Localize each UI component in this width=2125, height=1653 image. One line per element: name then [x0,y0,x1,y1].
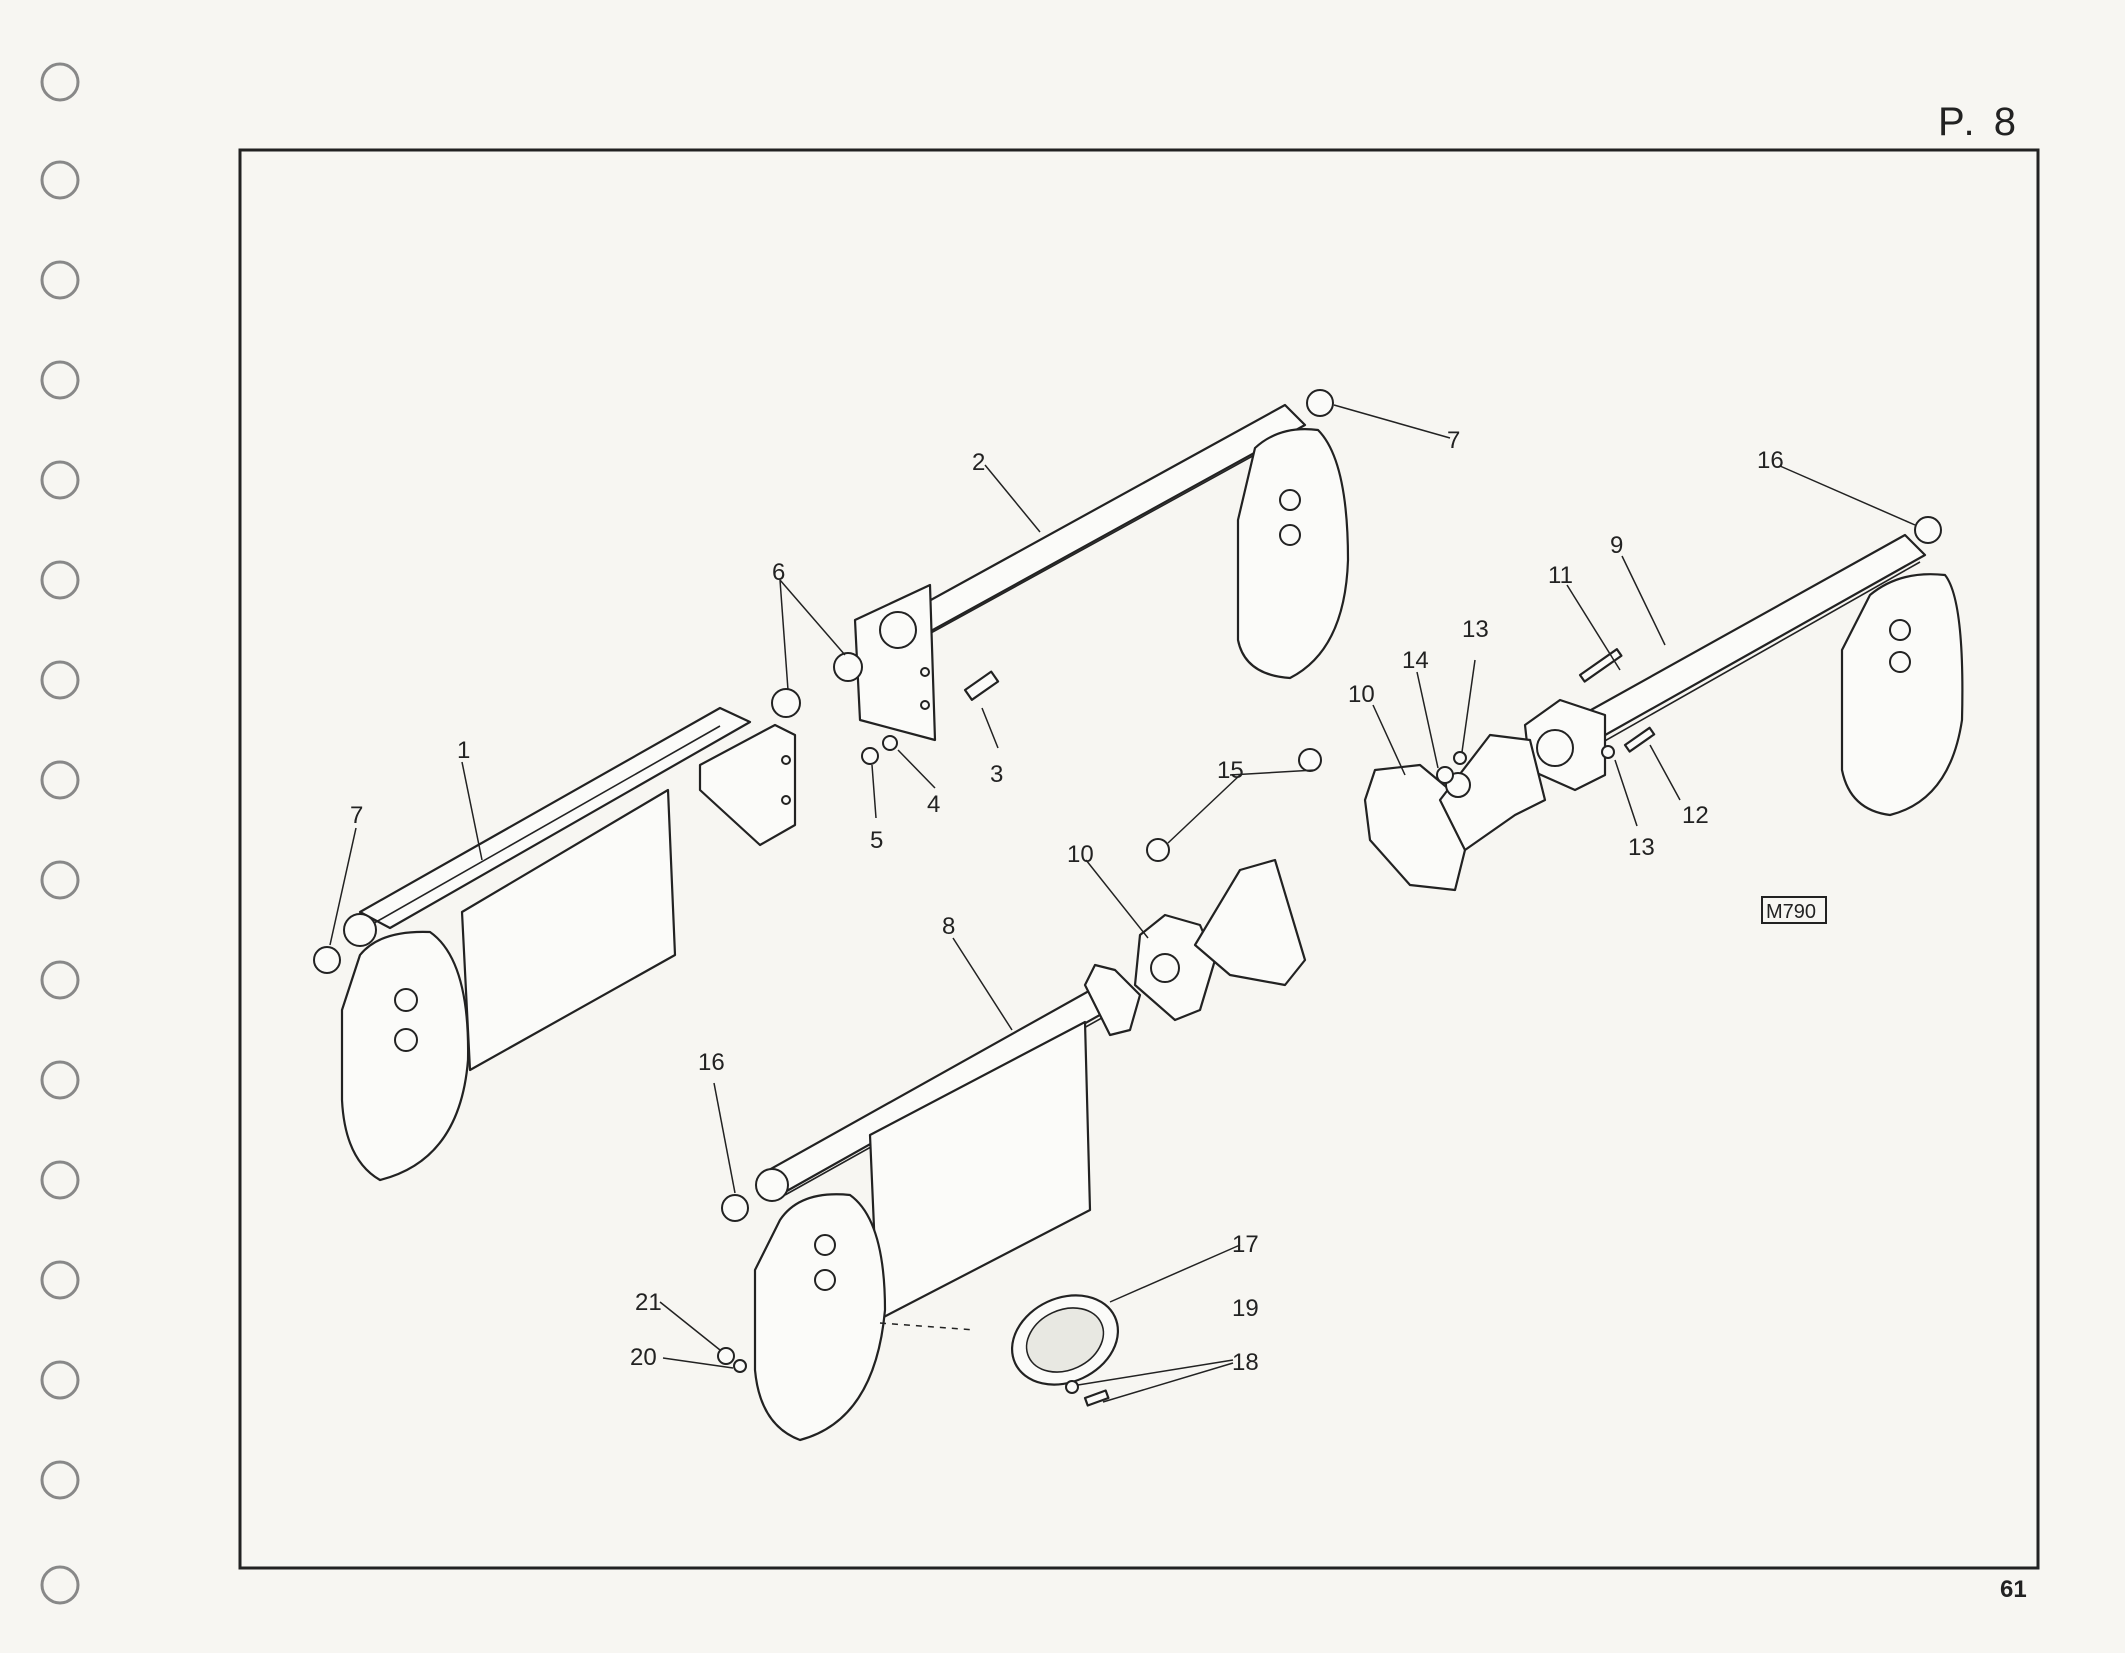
binder-hole-icon [40,1460,80,1500]
part-15-bush-b [1298,748,1322,772]
callout-19: 19 [1232,1295,1259,1322]
binder-hole-icon [40,1260,80,1300]
binder-hole-icon [40,860,80,900]
part-10-mount-upper [1363,733,1547,892]
part-8-tube-end [755,1168,789,1202]
binder-hole-icon [40,160,80,200]
callout-16-left: 16 [698,1049,725,1076]
part-7-nut-right [1306,389,1334,417]
part-17-reflector [1010,1294,1120,1386]
drawing-code: M790 [1766,901,1816,923]
part-1-bracket [698,723,797,847]
part-13-washer-a [1453,751,1467,765]
part-1-arm-assembly [340,706,797,1182]
callout-5: 5 [870,827,883,854]
callout-1: 1 [457,737,470,764]
callout-7-right: 7 [1447,427,1460,454]
binder-hole-icon [40,1565,80,1605]
part-7-nut-left [313,946,341,974]
part-18-screw [1083,1389,1110,1407]
callout-4: 4 [927,791,940,818]
part-14-nut [1436,766,1454,784]
binder-hole-icon [40,260,80,300]
part-13-washer-b [1601,745,1615,759]
part-1-tube [358,706,752,930]
callout-2: 2 [972,449,985,476]
part-1-tube-end [343,913,377,947]
binder-hole-icon [40,1360,80,1400]
part-9-arm-assembly [1523,533,1964,817]
callout-17: 17 [1232,1231,1259,1258]
part-11-bolt [1578,648,1623,683]
callout-8: 8 [942,913,955,940]
callout-12: 12 [1682,802,1709,829]
binder-hole-icon [40,1060,80,1100]
binder-hole-icon [40,460,80,500]
callout-10-lower: 10 [1067,841,1094,868]
callouts: 1 2 3 4 5 6 7 7 8 9 10 10 11 12 13 13 14… [350,427,1784,1376]
part-10-flange-plate [1363,763,1467,892]
part-10-body [1438,733,1547,852]
callout-18: 18 [1232,1349,1259,1376]
part-2-bracket [853,583,937,742]
binder-hole-icon [40,760,80,800]
part-4-washer [882,735,898,751]
binder-hole-icon [40,62,80,102]
callout-9: 9 [1610,532,1623,559]
callout-13-upper: 13 [1462,616,1489,643]
part-5-nut [861,747,879,765]
binder-hole-icon [40,1160,80,1200]
callout-20: 20 [630,1344,657,1371]
part-8-flange [1083,963,1142,1037]
page-number: 61 [2000,1576,2027,1603]
callout-3: 3 [990,761,1003,788]
drawing-frame [238,148,2040,1570]
callout-14: 14 [1402,647,1429,674]
callout-21: 21 [635,1289,662,1316]
part-10-body-lower [1193,858,1307,987]
part-20-washer [733,1359,747,1373]
part-16-nut-right [1914,516,1942,544]
binder-holes [40,62,80,1605]
callout-16-right: 16 [1757,447,1784,474]
part-9-side-plate [1840,573,1964,817]
part-19-washer [1065,1380,1079,1394]
callout-15: 15 [1217,757,1244,784]
part-1-side-plate [340,930,470,1182]
part-21-nut [717,1347,735,1365]
page-reference: P. 8 [1938,100,2020,144]
callout-10-upper: 10 [1348,681,1375,708]
part-12-bolt [1623,726,1656,753]
part-2-arm-assembly [853,403,1350,742]
drawing-code-box: M790 [1761,896,1827,924]
part-8-arm-assembly [753,963,1142,1442]
part-2-side-plate [1236,428,1350,680]
callout-13-lower: 13 [1628,834,1655,861]
part-8-side-plate [753,1193,887,1442]
callout-11: 11 [1548,562,1573,589]
binder-hole-icon [40,360,80,400]
part-10-mount-lower [1133,858,1307,1022]
part-16-nut-left [721,1194,749,1222]
part-2-tube-end [879,611,917,649]
binder-hole-icon [40,660,80,700]
part-9-tube-end [1536,729,1574,767]
part-1-screen-plate [460,788,677,1072]
binder-hole-icon [40,960,80,1000]
callout-7-left: 7 [350,802,363,829]
part-6-bush-b [833,652,863,682]
part-6-bush-a [771,688,801,718]
binder-hole-icon [40,560,80,600]
part-15-bush-a [1146,838,1170,862]
callout-6: 6 [772,559,785,586]
part-3-bolt [963,670,1000,701]
hardware-items [313,389,1942,1407]
leader-lines [329,404,1916,1403]
